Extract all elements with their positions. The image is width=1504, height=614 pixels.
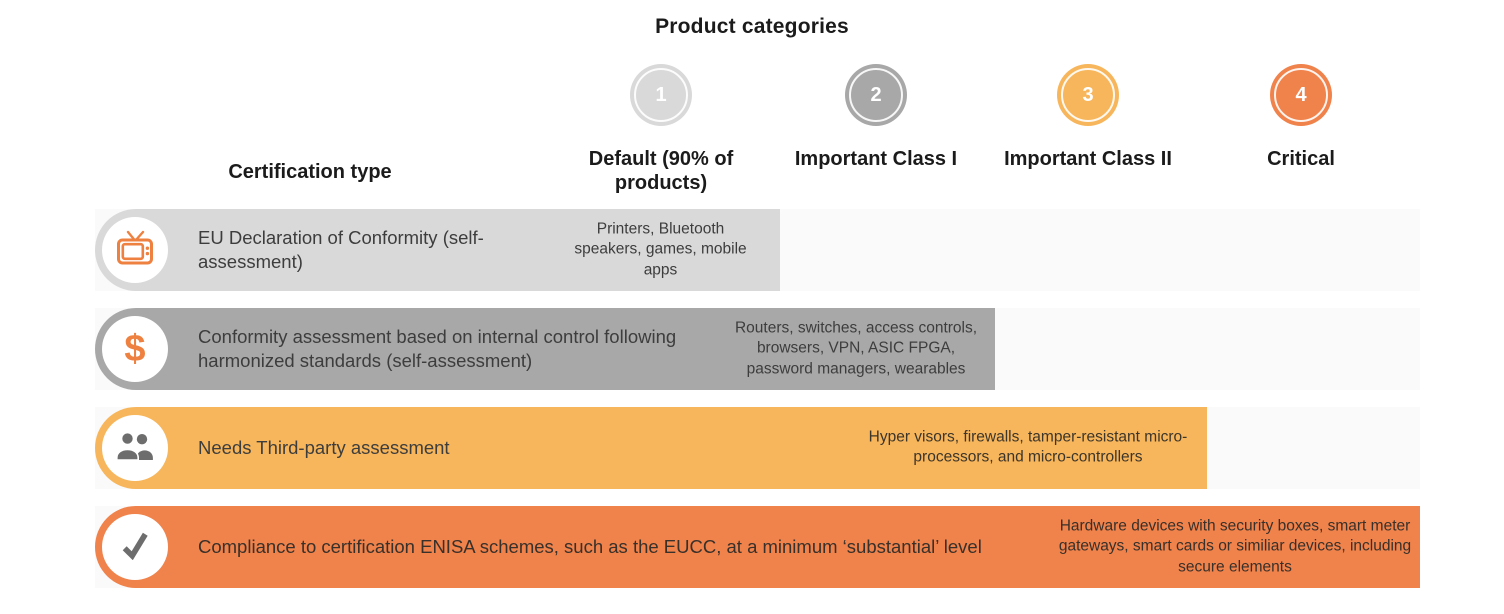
table-row: Needs Third-party assessment Hyper visor… [95, 407, 1420, 489]
row-icon-circle [102, 415, 168, 481]
row-label: Needs Third-party assessment [198, 436, 450, 458]
check-icon [118, 530, 152, 565]
row-icon-circle: $ [102, 316, 168, 382]
row-bar [95, 506, 1420, 588]
category-number: 4 [1295, 83, 1307, 106]
certification-type-header: Certification type [228, 161, 392, 183]
category-circle-4: 4 [1270, 64, 1332, 126]
row-icon-circle [102, 514, 168, 580]
category-number: 1 [655, 83, 667, 106]
row-bar [95, 407, 1207, 489]
row-products: Hyper visors, firewalls, tamper-resistan… [868, 428, 1188, 466]
column-header-default: Default (90% of products) [588, 148, 734, 194]
column-header-important-class-2: Important Class II [1004, 148, 1172, 170]
table-row: EU Declaration of Conformity (self-asses… [95, 209, 1420, 291]
row-products: Hardware devices with security boxes, sm… [1058, 517, 1412, 576]
page-title: Product categories [655, 15, 849, 38]
row-products: Printers, Bluetooth speakers, games, mob… [574, 220, 747, 279]
table-row: $ Conformity assessment based on interna… [95, 308, 1420, 390]
column-header-critical: Critical [1267, 148, 1335, 170]
dollar-icon: $ [124, 328, 146, 370]
row-label: Conformity assessment based on internal … [198, 325, 677, 371]
row-bar [95, 308, 995, 390]
category-circle-1: 1 [630, 64, 692, 126]
column-header-important-class-1: Important Class I [794, 148, 958, 170]
row-label: EU Declaration of Conformity (self-asses… [198, 226, 484, 272]
category-circle-2: 2 [845, 64, 907, 126]
tv-icon [116, 230, 154, 271]
category-number: 3 [1082, 83, 1094, 106]
row-bar [95, 209, 780, 291]
category-circle-3: 3 [1057, 64, 1119, 126]
people-icon [115, 430, 155, 466]
table-row: Compliance to certification ENISA scheme… [95, 506, 1420, 588]
category-number: 2 [870, 83, 882, 106]
row-label: Compliance to certification ENISA scheme… [198, 535, 982, 557]
row-icon-circle [102, 217, 168, 283]
row-products: Routers, switches, access controls, brow… [734, 319, 978, 378]
